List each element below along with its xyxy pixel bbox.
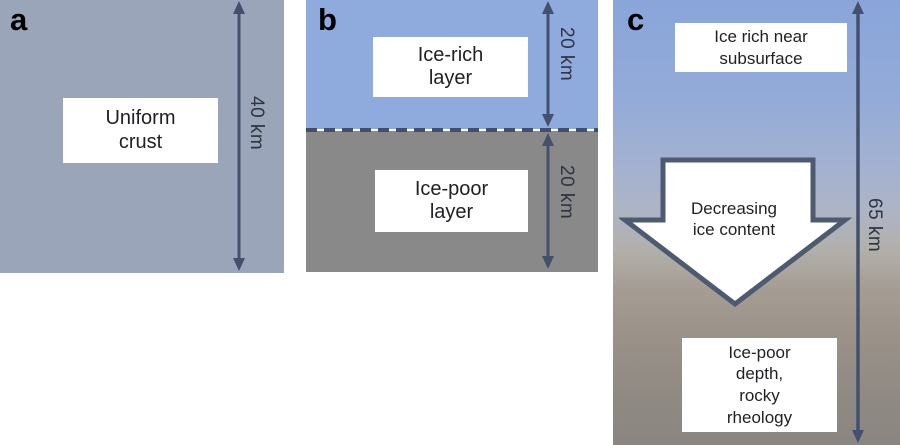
depth-label-65km: 65 km	[864, 198, 885, 253]
upper-depth-label-20km: 20 km	[556, 27, 577, 82]
depth-arrow-40km-icon	[233, 1, 245, 271]
uniform-crust-box: Uniform crust	[63, 98, 218, 163]
panel-b: b Ice-rich layer Ice-poor layer 20 km 20…	[306, 0, 598, 272]
ice-rich-subsurface-box: Ice rich near subsurface	[675, 23, 847, 72]
ice-poor-layer-text: Ice-poor layer	[414, 177, 489, 223]
panel-c: c Ice rich near subsurface Decreasing ic…	[613, 0, 900, 445]
decreasing-ice-text: Decreasing ice content	[691, 199, 777, 239]
panel-c-label: c	[627, 2, 645, 37]
uniform-crust-text: Uniform crust	[105, 107, 176, 153]
lower-depth-label-20km: 20 km	[556, 165, 577, 220]
ice-rich-subsurface-text: Ice rich near subsurface	[714, 26, 808, 68]
lower-depth-arrow-20km-icon	[542, 133, 554, 269]
ice-poor-depth-text: Ice-poor depth, rocky rheology	[726, 342, 793, 427]
ice-rich-layer-text: Ice-rich layer	[417, 43, 484, 89]
panel-b-label: b	[318, 2, 337, 37]
depth-label-40km: 40 km	[246, 96, 267, 151]
ice-poor-depth-box: Ice-poor depth, rocky rheology	[682, 338, 837, 432]
ice-rich-layer-box: Ice-rich layer	[373, 37, 528, 97]
decreasing-ice-arrow-icon	[619, 157, 853, 308]
depth-arrow-65km-icon	[852, 1, 864, 443]
ice-poor-layer-box: Ice-poor layer	[375, 170, 528, 232]
layer-boundary-dashed-line	[306, 128, 598, 132]
panel-a-label: a	[10, 2, 28, 37]
panel-a: a Uniform crust 40 km	[0, 0, 284, 273]
upper-depth-arrow-20km-icon	[542, 1, 554, 127]
